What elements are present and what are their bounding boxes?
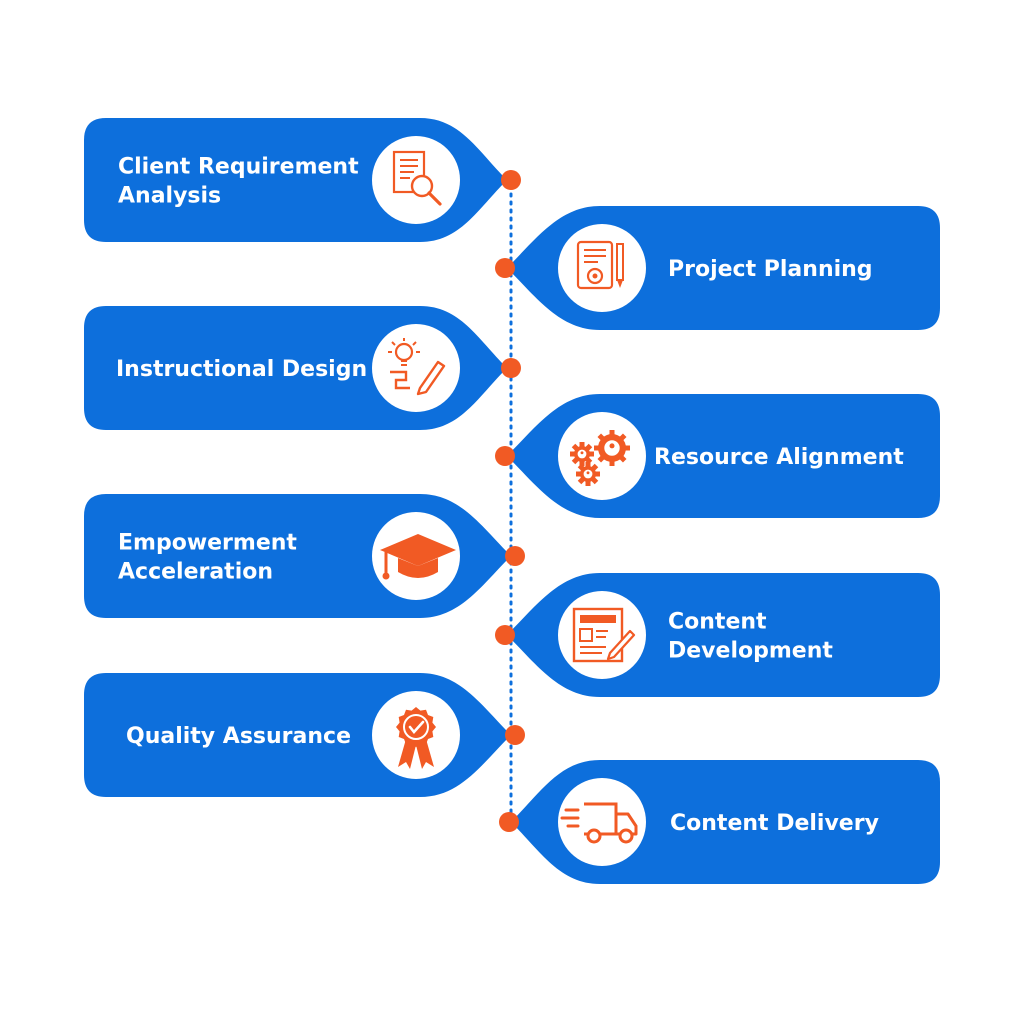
idea-pencil-icon — [388, 338, 446, 396]
icon-circle — [558, 591, 646, 679]
step-label: Client Requirement — [118, 155, 359, 180]
content-editing-icon — [572, 607, 636, 663]
planning-document-icon — [576, 240, 624, 290]
timeline-dot — [501, 170, 521, 190]
step-label: Project Planning — [668, 257, 873, 282]
people-gears-icon — [570, 430, 630, 486]
timeline-dot — [499, 812, 519, 832]
timeline-dot — [505, 546, 525, 566]
step-card: Content Delivery — [499, 760, 940, 884]
step-card: Resource Alignment — [495, 394, 940, 518]
step-card: Project Planning — [495, 206, 940, 330]
icon-circle — [558, 778, 646, 866]
icon-circle — [558, 224, 646, 312]
timeline-dot — [501, 358, 521, 378]
step-label: Analysis — [118, 184, 221, 209]
timeline-dot — [495, 625, 515, 645]
quality-badge-icon — [396, 707, 436, 769]
timeline-dot — [495, 446, 515, 466]
step-label: Content — [668, 610, 767, 635]
step-label: Instructional Design — [116, 357, 367, 382]
delivery-truck-icon — [560, 802, 638, 844]
timeline-dot — [505, 725, 525, 745]
icon-circle — [372, 324, 460, 412]
timeline-dot — [495, 258, 515, 278]
step-label: Development — [668, 639, 833, 664]
step-label: Resource Alignment — [654, 445, 904, 470]
step-label: Acceleration — [118, 560, 273, 585]
graduation-cap-icon — [380, 534, 456, 580]
step-card: Instructional Design — [84, 306, 521, 430]
step-label: Content Delivery — [670, 811, 879, 836]
step-card: Quality Assurance — [84, 673, 525, 797]
step-label: Empowerment — [118, 531, 297, 556]
document-search-icon — [392, 150, 442, 206]
step-label: Quality Assurance — [126, 724, 351, 749]
